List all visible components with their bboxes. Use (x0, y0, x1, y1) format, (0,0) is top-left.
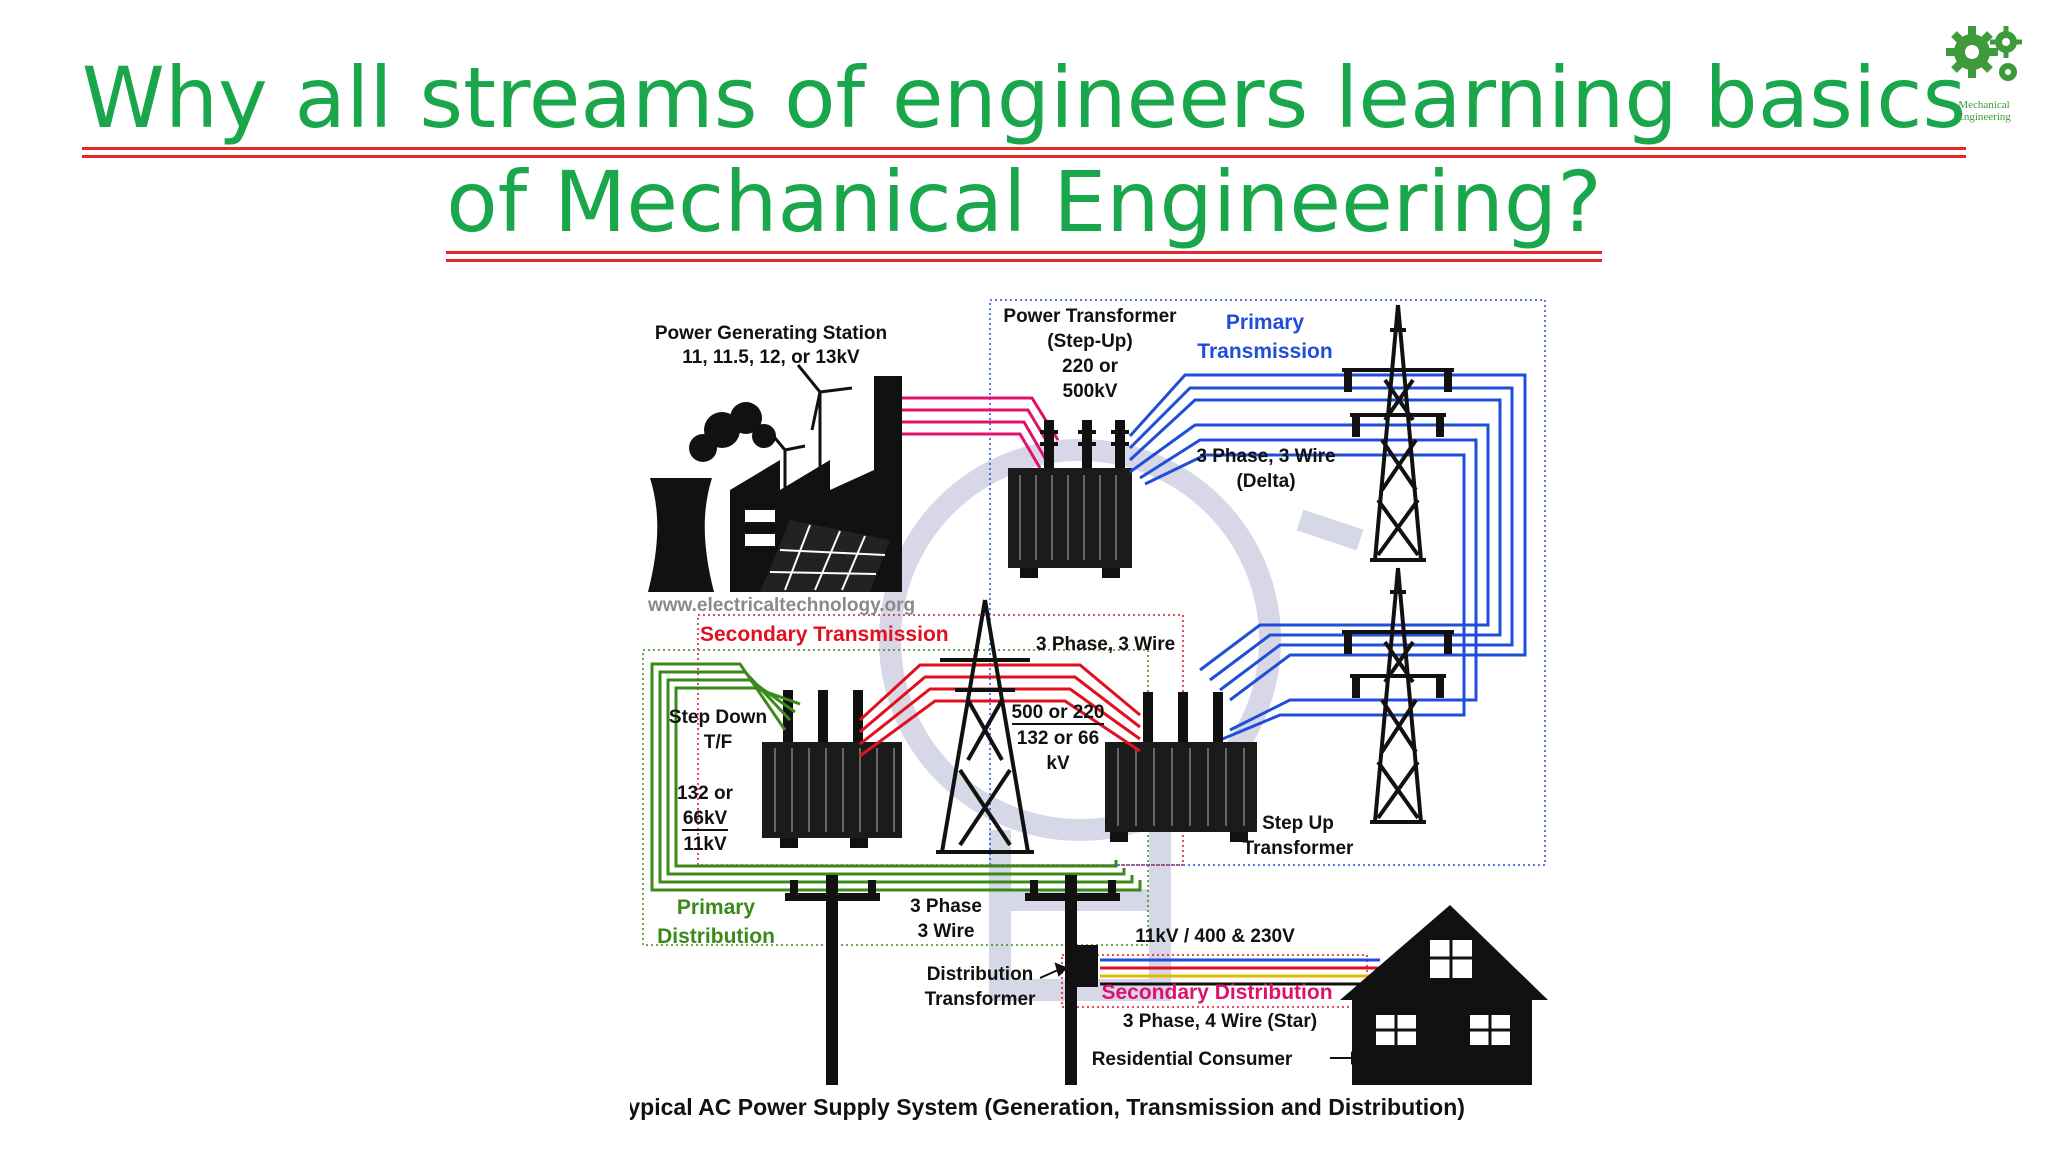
label-power-transformer-type: (Step-Up) (1047, 331, 1132, 352)
label-power-transformer: Power Transformer (1003, 306, 1177, 327)
watermark-url: www.electricaltechnology.org (647, 595, 915, 616)
label-voltage-mid-3: kV (1046, 753, 1070, 774)
label-distribution-voltage: 11kV / 400 & 230V (1135, 926, 1295, 947)
label-tf-ratio-1: 132 or (677, 783, 734, 804)
label-primary-transmission-1: Primary (1226, 311, 1305, 334)
step-up-transformer (1105, 692, 1257, 842)
label-three-phase-pole-2: 3 Wire (918, 921, 975, 942)
gear-icon (1946, 26, 2022, 81)
label-generating-station: Power Generating Station (655, 323, 887, 344)
power-generating-station (648, 364, 902, 592)
label-power-transformer-voltage-2: 500kV (1063, 381, 1118, 402)
transmission-tower-middle (936, 599, 1034, 854)
primary-transmission-lines (1128, 373, 1527, 742)
label-voltage-mid-1: 500 or 220 (1012, 702, 1105, 723)
label-step-up-1: Step Up (1262, 813, 1334, 834)
slide-title-line-2-text: of Mechanical Engineering? (446, 153, 1602, 254)
mechanical-engineering-logo: Mechanical Engineering (1946, 26, 2022, 123)
label-power-transformer-voltage-1: 220 or (1062, 356, 1119, 377)
label-primary-distribution-2: Distribution (657, 925, 775, 948)
label-three-phase-star: 3 Phase, 4 Wire (Star) (1123, 1011, 1317, 1032)
label-distribution-transformer-2: Transformer (925, 989, 1036, 1010)
label-generating-voltage: 11, 11.5, 12, or 13kV (682, 347, 860, 368)
primary-distribution-lines (650, 662, 1142, 892)
logo-text-line-2: Engineering (1957, 111, 2011, 123)
slide-title-line-1: Why all streams of engineers learning ba… (0, 49, 2048, 150)
generator-output-lines (902, 396, 1060, 469)
label-three-phase-3wire-mid: 3 Phase, 3 Wire (1036, 634, 1175, 655)
residential-house (1340, 905, 1548, 1085)
label-step-down-1: Step Down (669, 707, 767, 728)
slide-title-line-1-text: Why all streams of engineers learning ba… (81, 49, 1967, 150)
label-primary-distribution-1: Primary (677, 896, 756, 919)
label-tf-ratio-3: 11kV (683, 834, 727, 855)
slide-title-line-2: of Mechanical Engineering? (0, 153, 2048, 254)
label-distribution-transformer-1: Distribution (927, 964, 1034, 985)
distribution-pole-left (785, 875, 880, 1085)
label-step-down-2: T/F (704, 732, 733, 753)
label-three-phase-delta-1: 3 Phase, 3 Wire (1196, 446, 1335, 467)
label-three-phase-delta-2: (Delta) (1236, 471, 1295, 492)
label-three-phase-pole-1: 3 Phase (910, 896, 982, 917)
label-voltage-mid-2: 132 or 66 (1017, 728, 1099, 749)
logo-text-line-1: Mechanical (1958, 99, 2009, 111)
transmission-tower-upper (1342, 304, 1454, 562)
power-transformer-step-up (1008, 420, 1132, 578)
arrows (1039, 962, 1365, 1065)
distribution-pole-right (1025, 875, 1120, 1085)
diagram-caption: Typical AC Power Supply System (Generati… (630, 1094, 1465, 1120)
label-secondary-distribution: Secondary Distribution (1101, 981, 1332, 1004)
label-primary-transmission-2: Transmission (1197, 340, 1332, 363)
label-residential-consumer: Residential Consumer (1092, 1049, 1293, 1070)
transmission-tower-lower (1342, 567, 1454, 824)
power-supply-diagram: Power Generating Station 11, 11.5, 12, o… (630, 299, 1548, 1120)
label-secondary-transmission: Secondary Transmission (700, 623, 949, 646)
label-step-up-2: Transformer (1243, 838, 1354, 859)
secondary-distribution-lines (1100, 958, 1380, 986)
label-tf-ratio-2: 66kV (683, 808, 728, 829)
